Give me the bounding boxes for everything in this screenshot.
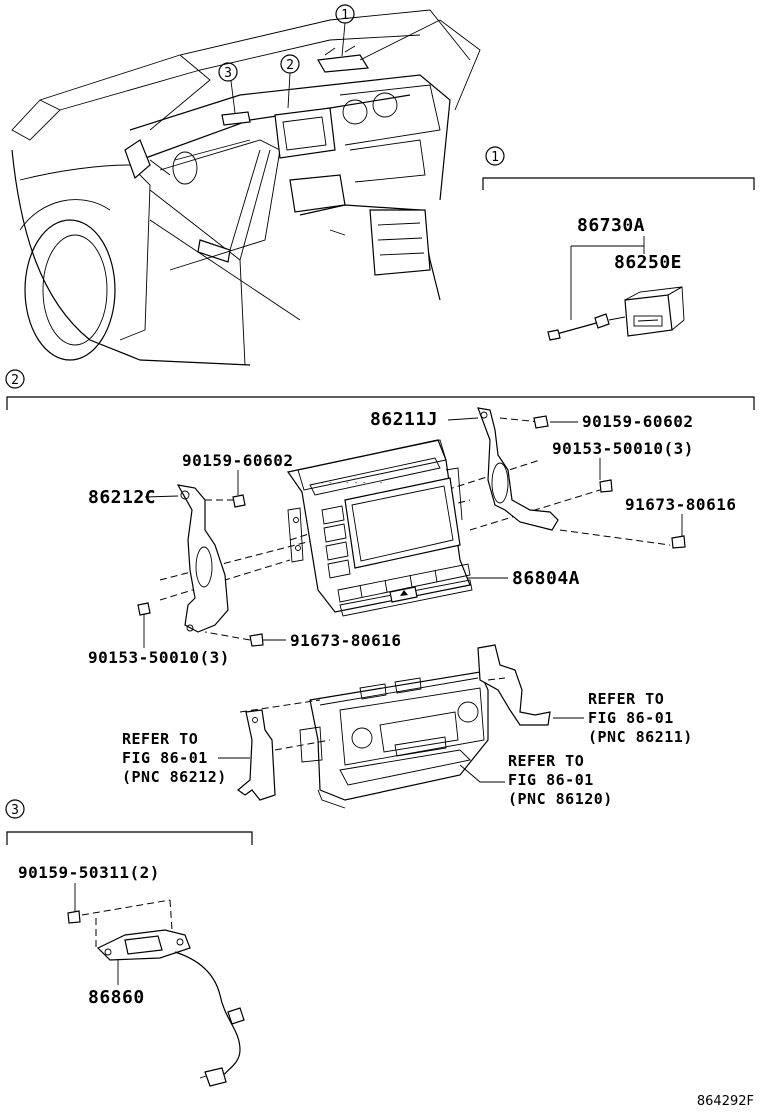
part-90153-50010-right: 90153-50010(3) [552, 439, 694, 458]
part-86211J: 86211J [370, 409, 438, 430]
callout-1: 1 [335, 4, 355, 57]
part-91673-80616-left: 91673-80616 [290, 631, 401, 650]
svg-text:FIG 86-01: FIG 86-01 [122, 749, 208, 767]
svg-text:3: 3 [11, 803, 19, 818]
part-86860: 86860 [88, 987, 145, 1008]
callout-3: 3 [218, 62, 238, 114]
refer-86212: REFER TO FIG 86-01 (PNC 86212) [122, 730, 250, 786]
svg-text:(PNC 86120): (PNC 86120) [508, 790, 613, 808]
svg-text:3: 3 [224, 66, 232, 81]
part-90153-50010-left: 90153-50010(3) [88, 648, 230, 667]
callout-2: 2 [280, 54, 300, 109]
dashboard-illustration [11, 9, 481, 366]
svg-text:FIG 86-01: FIG 86-01 [588, 709, 674, 727]
svg-text:2: 2 [286, 58, 294, 73]
part-86212C: 86212C [88, 487, 156, 508]
svg-text:FIG 86-01: FIG 86-01 [508, 771, 594, 789]
svg-text:(PNC 86211): (PNC 86211) [588, 728, 693, 746]
svg-text:- - - - - - - -: - - - - - - - - [320, 479, 383, 487]
svg-text:2: 2 [11, 373, 19, 388]
svg-text:REFER TO: REFER TO [122, 730, 198, 748]
part-91673-80616-right: 91673-80616 [625, 495, 736, 514]
head-unit: - - - - - - - - [286, 439, 473, 617]
svg-text:REFER TO: REFER TO [588, 690, 664, 708]
part-90159-60602-right: 90159-60602 [582, 412, 693, 431]
part-86250E: 86250E [614, 252, 682, 273]
figure-code: 864292F [697, 1094, 754, 1109]
part-86804A: 86804A [512, 568, 580, 589]
secondary-unit [299, 671, 489, 809]
svg-text:1: 1 [491, 150, 499, 165]
part-86730A: 86730A [577, 215, 645, 236]
svg-text:1: 1 [341, 8, 349, 23]
section-1: 1 86730A 86250E [482, 146, 755, 341]
svg-text:(PNC 86212): (PNC 86212) [122, 768, 227, 786]
refer-86120: REFER TO FIG 86-01 (PNC 86120) [459, 752, 613, 808]
svg-text:REFER TO: REFER TO [508, 752, 584, 770]
part-90159-50311: 90159-50311(2) [18, 863, 160, 882]
section-2: 2 86211J 90159-60602 90153-50010(3) 9167… [5, 369, 755, 809]
refer-86211: REFER TO FIG 86-01 (PNC 86211) [553, 690, 693, 746]
section-3: 3 90159-50311(2) 86860 [5, 799, 253, 1087]
part-90159-60602-left: 90159-60602 [182, 451, 293, 470]
